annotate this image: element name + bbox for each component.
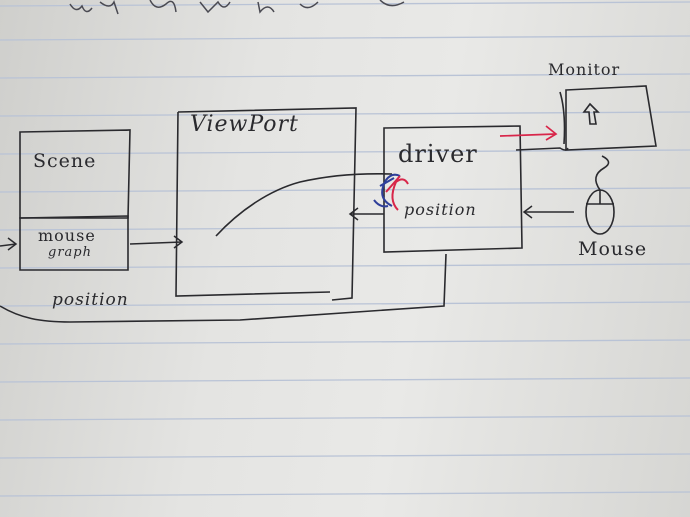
position-feedback-line bbox=[0, 253, 447, 323]
drag-curve bbox=[215, 172, 393, 237]
driver-box bbox=[383, 125, 523, 253]
feedback-position-label: position bbox=[52, 290, 129, 310]
mouse-device-icon bbox=[585, 155, 615, 235]
driver-to-viewport-arrow bbox=[348, 207, 384, 221]
mouse-to-driver-arrow bbox=[522, 205, 574, 219]
driver-position-label: position bbox=[404, 200, 477, 219]
monitor-icon bbox=[559, 85, 657, 151]
monitor-label: Monitor bbox=[548, 60, 621, 79]
scene-box bbox=[19, 129, 131, 271]
monitor-feed-line bbox=[515, 147, 569, 151]
driver-label: driver bbox=[398, 140, 478, 168]
scene-graph-label: graph bbox=[48, 245, 92, 260]
viewport-box bbox=[175, 107, 393, 301]
viewport-label: ViewPort bbox=[190, 112, 299, 137]
scene-to-viewport-arrow bbox=[0, 235, 184, 251]
scene-mouse-label: mouse bbox=[38, 226, 96, 245]
update-loop-marks bbox=[373, 173, 409, 211]
scene-label: Scene bbox=[33, 150, 97, 172]
mouse-device-label: Mouse bbox=[578, 238, 648, 260]
driver-to-monitor-arrow bbox=[499, 125, 558, 141]
arrow-cursor-icon bbox=[582, 102, 600, 125]
top-scribbles bbox=[69, 0, 405, 15]
